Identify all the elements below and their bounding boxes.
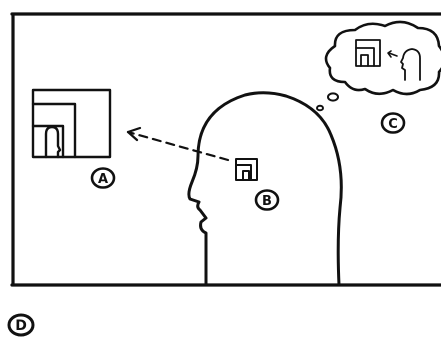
label-c: C: [388, 117, 398, 132]
person-head-silhouette-icon: [189, 93, 341, 285]
thought-dots: [317, 93, 338, 110]
label-d: D: [15, 318, 27, 334]
label-b: B: [262, 194, 272, 209]
thought-bubble-icon: [326, 22, 441, 94]
dashed-arrow-icon: [128, 128, 228, 160]
label-a: A: [98, 172, 108, 187]
panel-frame: [12, 14, 441, 285]
picture-b-icon: [236, 159, 257, 180]
thought-picture-icon: [356, 40, 420, 80]
picture-a-icon: [33, 90, 110, 157]
